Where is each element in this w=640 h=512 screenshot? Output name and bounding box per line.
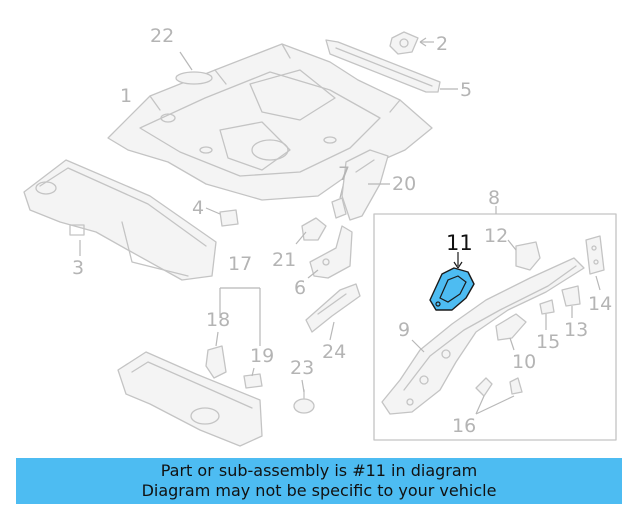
callout-2: 2 — [436, 33, 448, 55]
part-21-mount — [295, 217, 327, 245]
part-13-bracket — [561, 285, 581, 318]
part-3-cross-member — [23, 159, 217, 281]
callout-21: 21 — [272, 249, 296, 271]
part-10-bracket — [495, 313, 527, 351]
parts-diagram: 1 2 3 4 5 6 7 8 9 10 11 12 13 14 15 16 1… — [23, 25, 617, 447]
callout-15: 15 — [536, 331, 560, 353]
part-5-rear-rail — [325, 39, 458, 93]
callout-22: 22 — [150, 25, 174, 47]
part-6-gusset — [307, 225, 353, 279]
part-24-plate — [305, 283, 361, 341]
callout-5: 5 — [460, 79, 472, 101]
callout-24: 24 — [322, 341, 346, 363]
callout-12: 12 — [484, 225, 508, 247]
banner-line-disclaimer: Diagram may not be specific to your vehi… — [141, 481, 497, 500]
part-2-bracket — [389, 31, 434, 55]
callout-16: 16 — [452, 415, 476, 437]
lower-cross-member — [117, 351, 263, 447]
part-20-pillar — [341, 149, 390, 221]
banner-line-part-number: Part or sub-assembly is #11 in diagram — [160, 461, 478, 480]
callout-20: 20 — [392, 173, 416, 195]
part-14-plate — [585, 235, 605, 291]
part-8-inset-box — [373, 206, 617, 441]
callout-6: 6 — [294, 277, 306, 299]
callout-7: 7 — [338, 163, 350, 185]
part-23-plug — [293, 379, 315, 414]
part-11-highlighted — [429, 252, 475, 311]
part-19-clip — [243, 367, 263, 389]
callout-10: 10 — [512, 351, 536, 373]
callout-8: 8 — [488, 187, 500, 209]
part-4-clip — [205, 207, 239, 227]
part-18-bracket — [205, 331, 227, 379]
callout-3: 3 — [72, 257, 84, 279]
callout-23: 23 — [290, 357, 314, 379]
callout-13: 13 — [564, 319, 588, 341]
callout-17: 17 — [228, 253, 252, 275]
part-15-clip — [539, 299, 555, 330]
callout-4: 4 — [192, 197, 204, 219]
part-9-side-member — [381, 257, 585, 415]
info-banner: Part or sub-assembly is #11 in diagram D… — [16, 458, 622, 504]
callout-18: 18 — [206, 309, 230, 331]
part-12-bracket — [507, 239, 541, 271]
callout-9: 9 — [398, 319, 410, 341]
callout-1: 1 — [120, 85, 132, 107]
part-22-oval-cover — [175, 51, 213, 85]
part-17-leaders — [219, 287, 261, 346]
callout-14: 14 — [588, 293, 612, 315]
callout-19: 19 — [250, 345, 274, 367]
part-16-clips — [475, 377, 523, 415]
callout-11-highlighted: 11 — [446, 231, 473, 255]
